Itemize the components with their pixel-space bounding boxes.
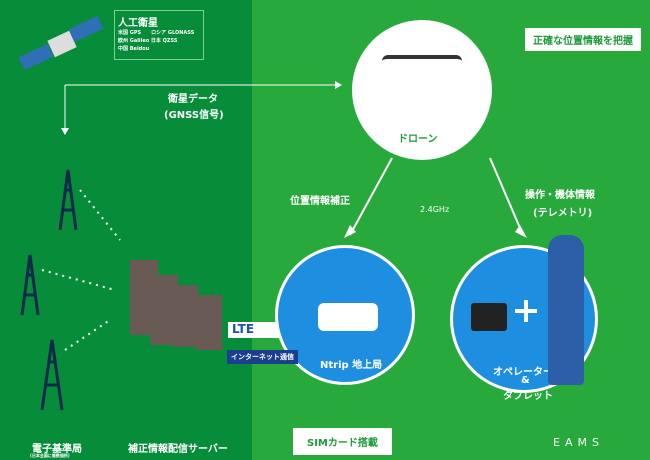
tablet-label: タブレット [503, 391, 553, 402]
sim-callout: SIMカード搭載 [293, 428, 392, 455]
router-icon [318, 303, 378, 331]
correction-label: 位置情報補正 [290, 196, 350, 207]
server-icon [130, 260, 222, 350]
operator-label: オペレーター [493, 367, 553, 378]
ntrip-circle: Ntrip 地上局 [275, 245, 415, 385]
drone-icon [382, 55, 462, 95]
stations-label: 電子基準局 [32, 444, 82, 455]
lte-label: LTE [232, 322, 255, 336]
plus-icon [515, 300, 537, 322]
signal-sub: (GNSS信号) [164, 110, 224, 121]
freq-label: 2.4GHz [420, 205, 450, 214]
tablet-icon [471, 303, 507, 331]
drone-circle: ドローン [352, 20, 492, 160]
operator-amp: & [521, 375, 530, 386]
eams-logo: EAMS [553, 436, 604, 449]
satellite-row: 中国 Beidou [118, 46, 150, 52]
ntrip-label: Ntrip 地上局 [320, 360, 383, 371]
lte-sub: インターネット通信 [227, 350, 298, 364]
drone-label: ドローン [398, 134, 438, 145]
satellite-icon [18, 15, 104, 71]
operator-icon [548, 235, 584, 385]
signal-label: 衛星データ [168, 94, 218, 105]
drone-callout: 正確な位置情報を把握 [525, 28, 641, 51]
stations-sub: (日本全国に複数個所) [30, 453, 70, 458]
telemetry-sub: (テレメトリ) [533, 208, 593, 219]
satellite-row: 米国 GPS ロシア GLONASS [118, 30, 195, 36]
satellite-row: 欧州 Galileo 日本 QZSS [118, 38, 178, 44]
tower-icon [20, 169, 78, 411]
left-panel [0, 0, 252, 460]
satellite-title: 人工衛星 [118, 18, 158, 29]
satellite-legend: 人工衛星 米国 GPS ロシア GLONASS 欧州 Galileo 日本 QZ… [114, 10, 204, 60]
server-label: 補正情報配信サーバー [128, 444, 228, 455]
telemetry-label: 操作・機体情報 [525, 190, 595, 201]
